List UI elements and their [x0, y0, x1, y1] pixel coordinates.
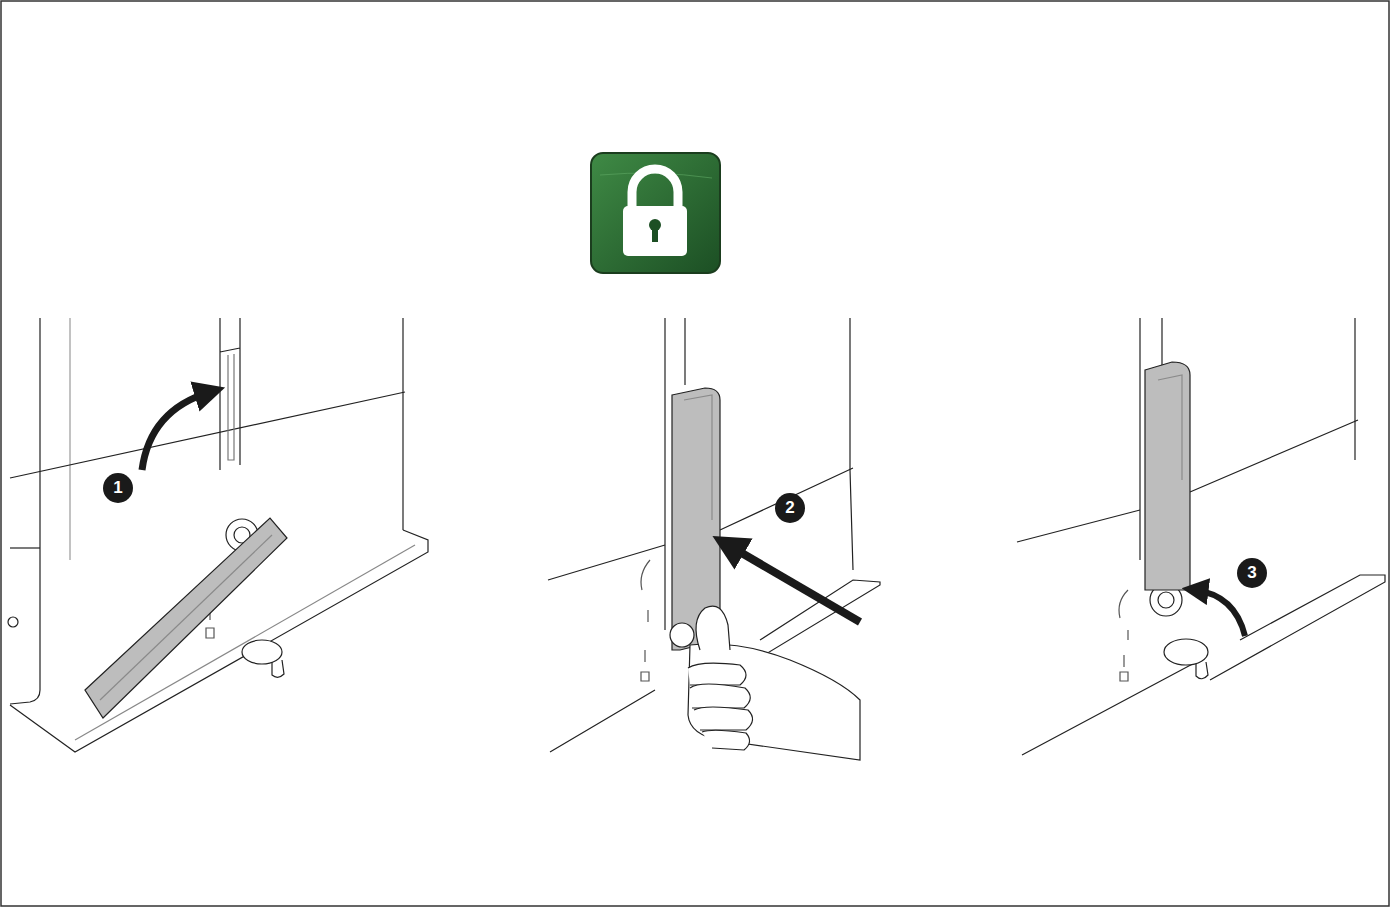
unlock-symbol [1119, 590, 1128, 681]
push-arrow [728, 545, 860, 622]
hand [688, 606, 860, 760]
release-hub [1158, 592, 1174, 608]
hand-finger [690, 684, 750, 708]
lever-edge [100, 535, 272, 700]
housing-edge [10, 547, 40, 548]
motor-housing-3 [1017, 318, 1385, 755]
lever-edge [684, 395, 712, 520]
motor-housing-1 [8, 318, 428, 752]
release-column [684, 318, 685, 385]
icon-background [591, 153, 720, 273]
lock-shackle [632, 169, 678, 208]
hand-finger [702, 730, 750, 750]
hand-thumb [696, 606, 730, 650]
callout-number: 2 [775, 493, 805, 523]
lock-icon [591, 153, 720, 273]
keyhole-slot [652, 225, 658, 242]
housing-edge [850, 318, 853, 570]
base-plate [1022, 575, 1385, 755]
hand-palm [688, 644, 860, 760]
callout-number: 3 [1237, 558, 1267, 588]
release-column [1161, 318, 1162, 370]
release-column [220, 318, 240, 470]
key-cap [1196, 662, 1208, 679]
housing-seam [10, 392, 405, 478]
release-lever [85, 518, 287, 718]
release-column [664, 318, 665, 630]
callout-number: 1 [103, 473, 133, 503]
release-column [1139, 318, 1140, 560]
hand-finger [694, 707, 753, 730]
rotation-arrow [1195, 590, 1245, 636]
key-cap [242, 640, 282, 664]
housing-edge [69, 318, 70, 560]
key-cap [1164, 639, 1208, 665]
rotation-arrow [142, 392, 210, 470]
release-hub [670, 623, 694, 647]
housing-edge [1354, 318, 1355, 460]
icon-highlight [600, 173, 712, 178]
lock-body [623, 206, 687, 256]
housing-edge [10, 318, 40, 704]
hand-finger [688, 663, 746, 685]
lever-edge [1158, 375, 1182, 480]
screw [8, 617, 18, 627]
key-cap [272, 660, 284, 677]
release-lever [1145, 362, 1190, 590]
unlock-symbol [641, 560, 650, 681]
housing-edge [402, 318, 403, 530]
base-plate [10, 530, 428, 752]
release-slot [228, 354, 234, 460]
